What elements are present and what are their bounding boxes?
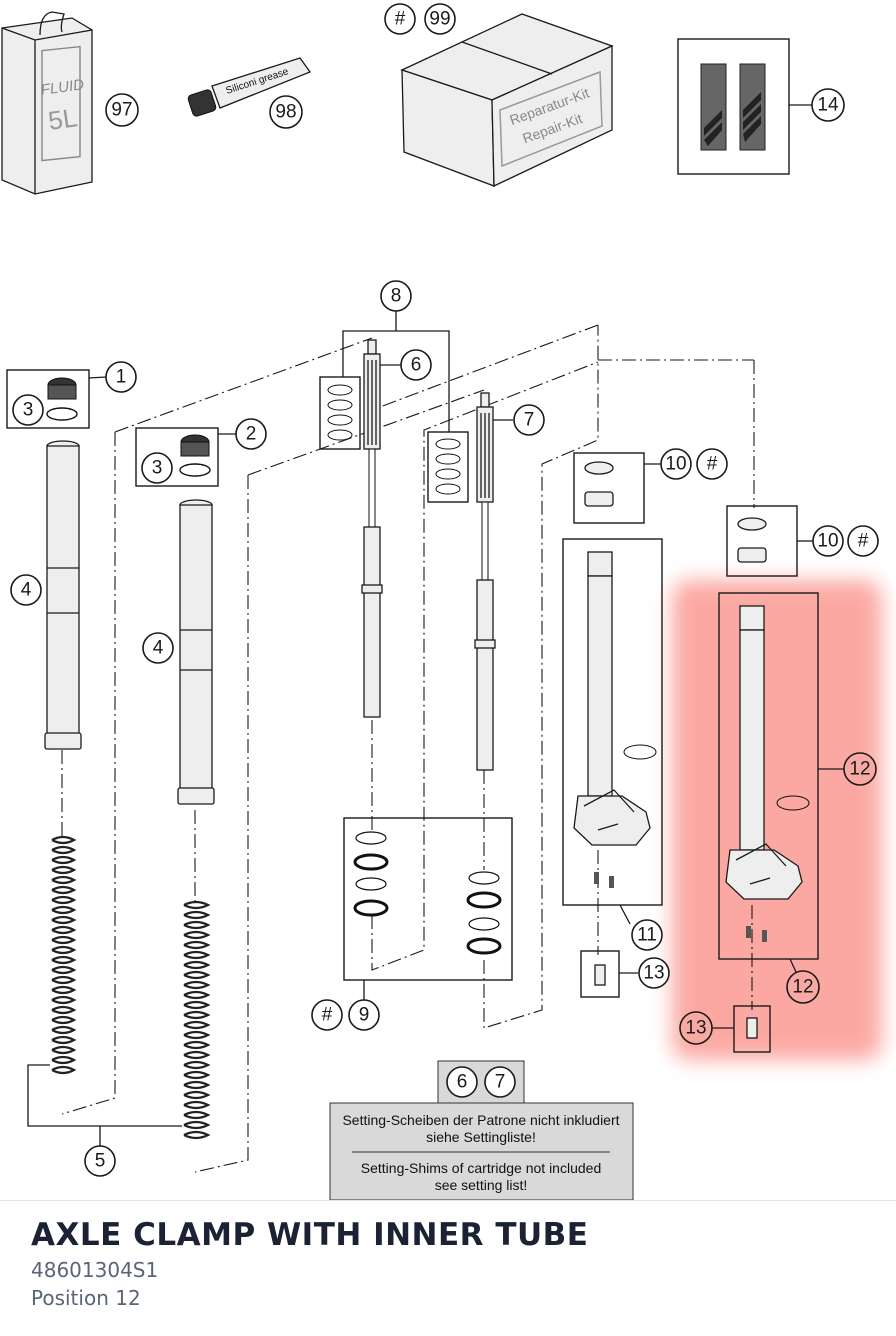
svg-text:13: 13	[685, 1018, 706, 1039]
svg-text:#: #	[395, 9, 406, 30]
svg-text:10: 10	[817, 531, 838, 552]
svg-text:98: 98	[275, 102, 296, 123]
callout-10a[interactable]: 10	[660, 448, 692, 480]
callout-12-lower[interactable]: 12	[786, 970, 820, 1004]
svg-text:#: #	[707, 454, 718, 475]
assembly-lines	[61, 324, 755, 1173]
svg-text:12: 12	[792, 977, 813, 998]
svg-text:7: 7	[524, 410, 535, 431]
callout-13a[interactable]: 13	[638, 957, 670, 989]
fluid-can-label: FLUID	[40, 76, 85, 99]
part-number: 48601304S1	[31, 1258, 159, 1282]
callout-3b[interactable]: 3	[141, 452, 173, 484]
callout-4a[interactable]: 4	[10, 574, 42, 606]
part-position: Position 12	[31, 1286, 141, 1310]
callout-14[interactable]: 14	[811, 88, 845, 122]
callout-98[interactable]: 98	[269, 95, 303, 129]
spring-bracket-5	[27, 1064, 182, 1146]
svg-text:#: #	[858, 531, 869, 552]
cartridge-7[interactable]	[474, 392, 513, 771]
callout-97[interactable]: 97	[105, 93, 139, 127]
callout-2[interactable]: 2	[235, 418, 267, 450]
callout-6-note[interactable]: 6	[446, 1066, 478, 1098]
callout-3a[interactable]: 3	[12, 394, 44, 426]
svg-text:14: 14	[817, 95, 839, 116]
part-title: AXLE CLAMP WITH INNER TUBE	[31, 1217, 589, 1253]
callout-7[interactable]: 7	[513, 404, 545, 436]
svg-text:3: 3	[23, 400, 34, 421]
position-12-highlight[interactable]	[672, 580, 882, 1060]
svg-text:9: 9	[359, 1005, 370, 1026]
screw-box-13b[interactable]	[711, 1005, 771, 1053]
svg-text:6: 6	[411, 355, 422, 376]
svg-text:99: 99	[429, 9, 450, 30]
callout-4b[interactable]: 4	[142, 632, 174, 664]
callout-hash-10a[interactable]: #	[696, 448, 728, 480]
svg-text:4: 4	[21, 580, 32, 601]
callout-hash-10b[interactable]: #	[847, 525, 879, 557]
fluid-can-97[interactable]: FLUID 5L	[1, 11, 93, 195]
bracket-8	[342, 311, 450, 432]
shim-box-left[interactable]	[319, 376, 361, 450]
svg-text:11: 11	[637, 925, 657, 946]
callout-1[interactable]: 1	[105, 361, 137, 393]
note-line-2-en: see setting list!	[435, 1177, 528, 1193]
callout-7-note[interactable]: 7	[484, 1066, 516, 1098]
spring-5b[interactable]	[183, 900, 211, 1140]
exploded-parts-diagram: FLUID 5L 97 Siliconi grease 98 # 99 Repa…	[1, 3, 882, 1200]
callout-5[interactable]: 5	[84, 1145, 116, 1177]
svg-text:13: 13	[643, 963, 664, 984]
screw-box-13a[interactable]	[580, 950, 638, 998]
callout-12-upper[interactable]: 12	[843, 752, 877, 786]
sticker-14[interactable]	[677, 38, 812, 175]
cartridge-6[interactable]	[361, 339, 401, 718]
callout-hash-top[interactable]: #	[384, 3, 416, 35]
fluid-volume-label: 5L	[46, 102, 79, 136]
svg-text:2: 2	[246, 424, 257, 445]
callout-13b[interactable]: 13	[679, 1011, 713, 1045]
seal-box-10a[interactable]	[573, 452, 661, 524]
part-info-footer: AXLE CLAMP WITH INNER TUBE 48601304S1 Po…	[0, 1200, 896, 1336]
spring-5a[interactable]	[51, 835, 77, 1075]
axle-clamp-11[interactable]	[562, 538, 663, 925]
svg-text:1: 1	[116, 367, 127, 388]
callout-8[interactable]: 8	[380, 280, 412, 312]
svg-text:6: 6	[457, 1072, 468, 1093]
svg-text:3: 3	[152, 458, 163, 479]
svg-text:4: 4	[153, 638, 164, 659]
svg-text:7: 7	[495, 1072, 506, 1093]
callout-hash-9[interactable]: #	[311, 999, 343, 1031]
group-box-1[interactable]	[6, 369, 107, 429]
svg-text:#: #	[322, 1005, 333, 1026]
callout-9[interactable]: 9	[348, 999, 380, 1031]
outer-tube-4a[interactable]	[44, 440, 82, 750]
seal-box-10b[interactable]	[726, 505, 813, 577]
note-line-1-de: Setting-Scheiben der Patrone nicht inklu…	[342, 1112, 619, 1128]
svg-text:8: 8	[391, 286, 402, 307]
setting-note: Setting-Scheiben der Patrone nicht inklu…	[329, 1060, 634, 1200]
svg-text:10: 10	[665, 454, 686, 475]
shim-box-right[interactable]	[427, 431, 469, 503]
svg-text:12: 12	[849, 759, 870, 780]
callout-6[interactable]: 6	[400, 349, 432, 381]
seal-kit-box-9[interactable]	[343, 817, 513, 1000]
callout-11[interactable]: 11	[631, 919, 663, 951]
svg-text:5: 5	[95, 1151, 106, 1172]
note-line-1-en: Setting-Shims of cartridge not included	[361, 1160, 601, 1176]
group-box-2[interactable]	[135, 427, 236, 487]
repair-kit-box-99[interactable]: Reparatur-Kit Repair-Kit	[400, 13, 614, 188]
outer-tube-4b[interactable]	[177, 499, 215, 805]
note-line-2-de: siehe Settingliste!	[426, 1129, 536, 1145]
svg-text:97: 97	[111, 100, 132, 121]
callout-10b[interactable]: 10	[812, 525, 844, 557]
callout-99[interactable]: 99	[424, 3, 456, 35]
axle-clamp-12[interactable]	[718, 592, 844, 973]
